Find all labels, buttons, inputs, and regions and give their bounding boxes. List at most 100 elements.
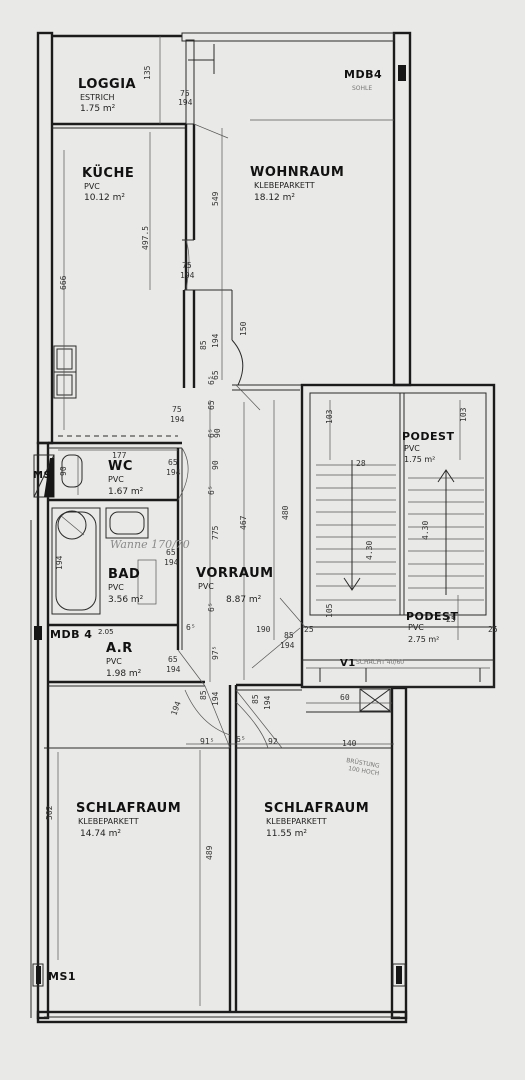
dim-135: 135 [143, 65, 152, 80]
room-name-podest-1: PODEST [402, 430, 454, 443]
room-area-ar: 1.98 m² [106, 669, 142, 679]
dim-502: 502 [45, 805, 54, 820]
dim-150: 150 [239, 321, 248, 336]
dim-194-f: 194 [164, 558, 179, 567]
room-floor-schlafraum-right: KLEBEPARKETT [266, 817, 327, 826]
dim-430-b: 4.30 [421, 521, 430, 540]
dim-194-e: 194 [166, 468, 181, 477]
marker-ms-left: MS [33, 470, 51, 481]
room-name-wc: WC [108, 459, 133, 474]
room-floor-ar: PVC [106, 657, 122, 666]
dim-60: 60 [340, 693, 350, 702]
dim-6-b: 6⁵ [207, 375, 216, 385]
dim-480: 480 [281, 505, 290, 520]
room-area-schlafraum-right: 11.55 m² [266, 829, 307, 839]
marker-mdb4-mid-height: 2.05 [98, 628, 114, 636]
dim-91: 91⁵ [200, 737, 214, 746]
dim-194-i: 194 [166, 665, 181, 674]
kitchen-living-partition [182, 123, 394, 391]
dim-65-c: 65 [168, 458, 178, 467]
dimension-labels: 135 75 194 549 497.5 666 75 194 85 194 1… [45, 65, 498, 860]
room-area-schlafraum-left: 14.74 m² [80, 829, 121, 839]
marker-sohle: SOHLE [352, 85, 372, 92]
dim-65-a: 65 [211, 370, 220, 380]
dim-28: 28 [356, 459, 366, 468]
room-name-schlafraum-right: SCHLAFRAUM [264, 801, 369, 816]
bedroom-partitions [44, 384, 392, 1012]
room-floor-vorraum: PVC [198, 582, 214, 591]
dim-85-c: 85 [199, 690, 208, 700]
dim-85-b: 85 [284, 631, 294, 640]
dim-90-b: 90 [211, 460, 220, 470]
dim-190: 190 [256, 625, 271, 634]
dim-65-d: 65 [166, 548, 176, 557]
dim-90-c: 90 [213, 428, 222, 438]
room-floor-podest-1: PVC [404, 444, 420, 453]
room-area-podest-1: 1.75 m² [404, 455, 435, 464]
dim-194-k: 194 [263, 695, 272, 710]
room-name-schlafraum-left: SCHLAFRAUM [76, 801, 181, 816]
room-name-wohnraum: WOHNRAUM [250, 165, 344, 180]
marker-ms1: MS1 [48, 970, 76, 983]
dim-25-c: 25 [446, 615, 456, 624]
dim-25-a: 25 [304, 625, 314, 634]
dim-194-d: 194 [170, 415, 185, 424]
room-area-bad: 3.56 m² [108, 595, 144, 605]
room-floor-wc: PVC [108, 475, 124, 484]
dim-497: 497.5 [141, 226, 150, 250]
dim-103-a: 103 [325, 409, 334, 424]
dim-489: 489 [205, 845, 214, 860]
kitchen-fixtures [53, 345, 77, 399]
marker-v1: V1 [340, 658, 356, 669]
dim-140: 140 [342, 739, 357, 748]
room-floor-loggia: ESTRICH [80, 93, 115, 102]
room-name-kueche: KÜCHE [82, 165, 134, 181]
room-name-vorraum: VORRAUM [196, 566, 274, 581]
dim-65-b: 65 [207, 400, 216, 410]
dim-92: 92 [268, 737, 278, 746]
marker-v1-note: SCHACHT 40/60 [356, 659, 404, 666]
dim-775: 775 [211, 525, 220, 540]
dim-105: 105 [325, 603, 334, 618]
room-area-loggia: 1.75 m² [80, 104, 116, 114]
dim-467: 467 [239, 515, 248, 530]
dim-75-a: 75 [180, 89, 190, 98]
dim-6-d: 6⁵ [207, 602, 216, 612]
dim-103-b: 103 [459, 407, 468, 422]
v1-shaft [306, 688, 392, 713]
dim-6-e: 6⁵ [236, 735, 246, 744]
room-name-ar: A.R [106, 641, 133, 656]
dimension-lines [57, 36, 461, 1006]
dim-85-a: 85 [199, 340, 208, 350]
dim-194-b: 194 [180, 271, 195, 280]
room-area-podest-2: 2.75 m² [408, 635, 439, 644]
dim-97: 97⁵ [211, 646, 220, 660]
dim-177: 177 [112, 451, 127, 460]
dim-75-c: 75 [172, 405, 182, 414]
dim-65-e: 65 [168, 655, 178, 664]
room-name-loggia: LOGGIA [78, 77, 136, 92]
marker-mdb4-top: MDB4 [344, 68, 382, 81]
room-area-vorraum: 8.87 m² [226, 595, 262, 605]
dim-90: 90 [59, 466, 68, 476]
stairwell [300, 383, 496, 689]
markers: MDB4 SOHLE MS MDB 4 2.05 MS1 V1 SCHACHT … [33, 68, 404, 983]
room-name-bad: BAD [108, 567, 140, 582]
dim-430-a: 4.30 [365, 541, 374, 560]
dim-85-d: 85 [251, 694, 260, 704]
dim-25-b: 25 [488, 625, 498, 634]
room-labels: LOGGIA ESTRICH 1.75 m² KÜCHE PVC 10.12 m… [76, 77, 458, 839]
loggia-walls [52, 39, 215, 129]
marker-mdb4-mid: MDB 4 [50, 628, 92, 641]
dim-6-a: 6⁵ [207, 428, 216, 438]
room-area-wohnraum: 18.12 m² [254, 193, 295, 203]
room-floor-wohnraum: KLEBEPARKETT [254, 181, 315, 190]
dim-6-f: 6⁵ [186, 623, 196, 632]
dim-666: 666 [59, 275, 68, 290]
room-area-wc: 1.67 m² [108, 487, 144, 497]
room-floor-podest-2: PVC [408, 623, 424, 632]
room-area-kueche: 10.12 m² [84, 193, 125, 203]
dim-194-h: 194 [280, 641, 295, 650]
room-floor-kueche: PVC [84, 182, 100, 191]
